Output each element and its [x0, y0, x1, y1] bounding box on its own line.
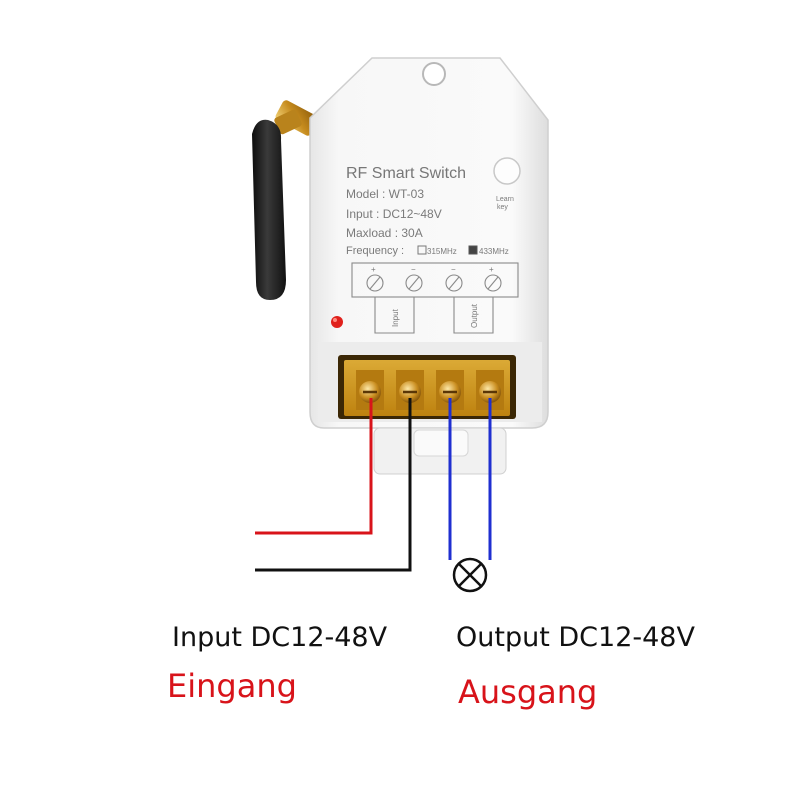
input-caption-german: Eingang — [167, 667, 297, 705]
terminal-sign-2: − — [411, 265, 416, 274]
terminal-screw — [359, 381, 381, 403]
schematic-input-label: Input — [391, 308, 400, 327]
device-input-rating: Input : DC12~48V — [346, 207, 442, 221]
device-model: Model : WT-03 — [346, 187, 424, 201]
learn-key-label-1: Learn — [496, 196, 514, 203]
input-positive-wire — [255, 398, 373, 535]
device-label: RF Smart Switch Model : WT-03 Input : DC… — [346, 157, 521, 257]
terminal-screw — [479, 381, 501, 403]
frequency-label: Frequency : — [346, 245, 404, 257]
frequency-option-433: 433MHz — [479, 247, 509, 256]
terminal-screw — [439, 381, 461, 403]
device-maxload: Maxload : 30A — [346, 226, 423, 240]
frequency-checkbox-433 — [468, 245, 478, 255]
learn-key-label-2: key — [497, 204, 508, 211]
terminal-sign-1: + — [371, 265, 376, 274]
terminal-sign-3: − — [451, 265, 456, 274]
input-caption: Input DC12-48V — [172, 622, 388, 653]
terminal-block — [338, 355, 516, 419]
input-negative-wire — [255, 398, 412, 572]
output-caption: Output DC12-48V — [456, 622, 695, 653]
lamp-symbol-icon — [452, 557, 488, 593]
terminal-schematic — [351, 262, 519, 334]
learn-key-button — [493, 157, 521, 185]
led-indicator-icon — [331, 316, 343, 328]
terminal-screw — [399, 381, 421, 403]
terminal-sign-4: + — [489, 265, 494, 274]
frequency-option-315: 315MHz — [427, 247, 457, 256]
frequency-checkbox-315 — [417, 245, 427, 255]
schematic-output-label: Output — [470, 303, 479, 328]
device-title: RF Smart Switch — [346, 165, 466, 182]
antenna-icon — [252, 100, 319, 301]
output-caption-german: Ausgang — [458, 673, 598, 711]
